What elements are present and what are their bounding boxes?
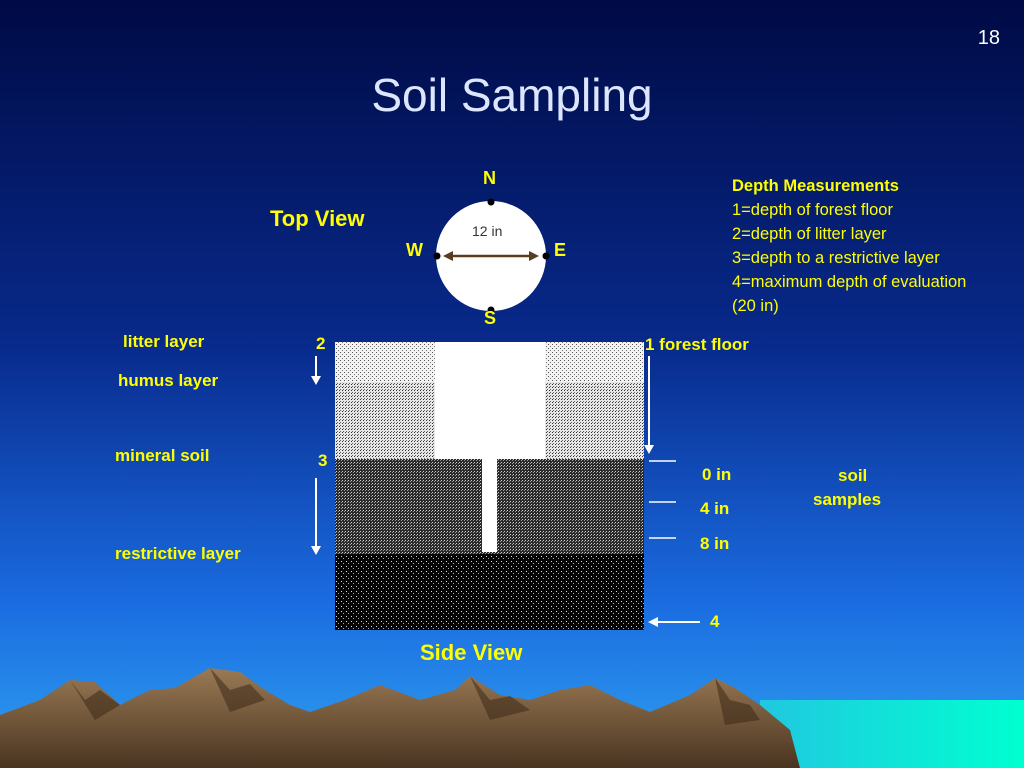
slide-title: Soil Sampling	[371, 69, 653, 121]
marker-4: 4	[710, 612, 720, 631]
mineral-soil-label: mineral soil	[115, 446, 210, 465]
west-point	[433, 252, 441, 260]
sample-depth-4: 4 in	[700, 499, 730, 518]
depth-measurements-heading: Depth Measurements	[732, 177, 899, 195]
top-view-label: Top View	[270, 206, 365, 231]
east-point	[542, 252, 550, 260]
restrictive-layer-fill	[335, 554, 644, 630]
sample-depth-0: 0 in	[702, 465, 732, 484]
litter-layer-label: litter layer	[123, 332, 205, 351]
marker-2: 2	[316, 334, 326, 353]
sea-strip	[760, 700, 1024, 768]
humus-layer-label: humus layer	[118, 371, 219, 390]
depth-item-4-note: (20 in)	[732, 297, 779, 315]
diameter-label: 12 in	[472, 223, 503, 239]
depth-item-3: 3=depth to a restrictive layer	[732, 249, 940, 267]
south-point	[487, 306, 495, 314]
depth-item-4: 4=maximum depth of evaluation	[732, 273, 967, 291]
slide-number: 18	[977, 27, 1000, 49]
side-view-label: Side View	[420, 640, 523, 665]
sample-core-hole	[482, 459, 497, 552]
depth-measurements-legend: Depth Measurements 1=depth of forest flo…	[732, 174, 966, 318]
compass-west: W	[406, 240, 423, 260]
soil-samples-label-line1: soil	[838, 466, 868, 485]
mountain-range	[0, 668, 800, 768]
restrictive-layer-label: restrictive layer	[115, 544, 241, 563]
compass-north: N	[483, 168, 496, 188]
sample-depth-8: 8 in	[700, 534, 730, 553]
marker-3: 3	[318, 451, 328, 470]
sample-pit-hole	[435, 342, 545, 459]
compass-south: S	[484, 308, 497, 328]
soil-samples-label-line2: samples	[813, 490, 882, 509]
north-point	[487, 198, 495, 206]
compass-east: E	[554, 240, 567, 260]
depth-item-2: 2=depth of litter layer	[732, 225, 887, 243]
marker-1-forest-floor: 1 forest floor	[645, 335, 749, 354]
depth-item-1: 1=depth of forest floor	[732, 201, 893, 219]
